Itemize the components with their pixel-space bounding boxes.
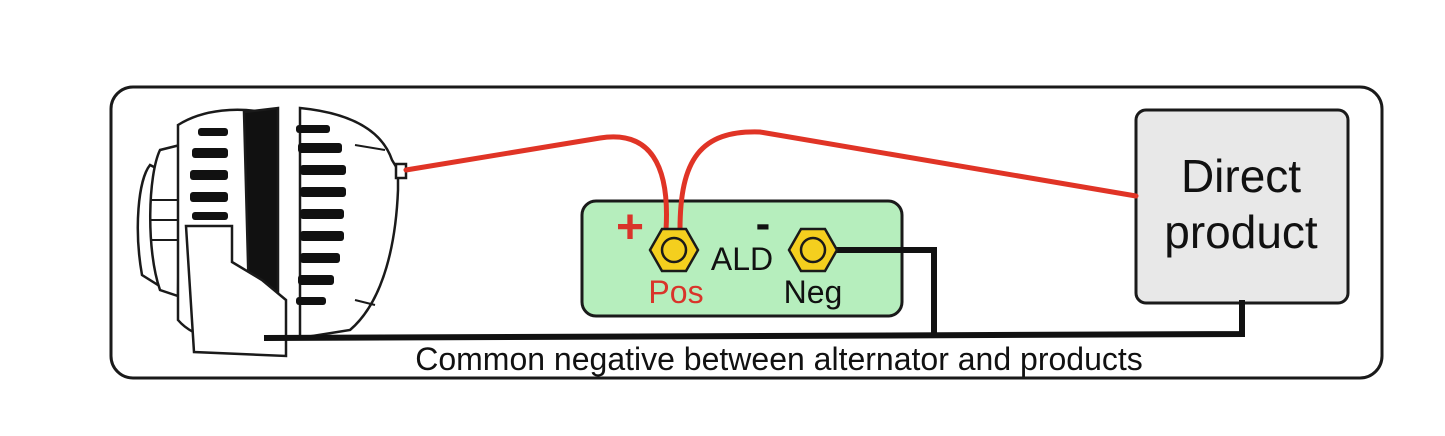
alternator-icon	[136, 106, 408, 358]
minus-sign: -	[756, 199, 771, 248]
common-negative-wire	[263, 300, 1245, 341]
direct-product-label-line1: Direct	[1181, 150, 1301, 202]
positive-wire-product	[677, 129, 1139, 233]
direct-product-label-line2: product	[1164, 206, 1318, 258]
pos-label: Pos	[648, 274, 703, 310]
neg-label: Neg	[784, 274, 843, 310]
negative-wire-ald	[812, 247, 937, 334]
neg-terminal	[787, 227, 839, 273]
pos-terminal	[648, 227, 700, 273]
plus-sign: +	[616, 201, 644, 254]
positive-wire-alternator	[403, 134, 669, 233]
ald-label: ALD	[711, 241, 773, 277]
caption: Common negative between alternator and p…	[415, 341, 1143, 377]
